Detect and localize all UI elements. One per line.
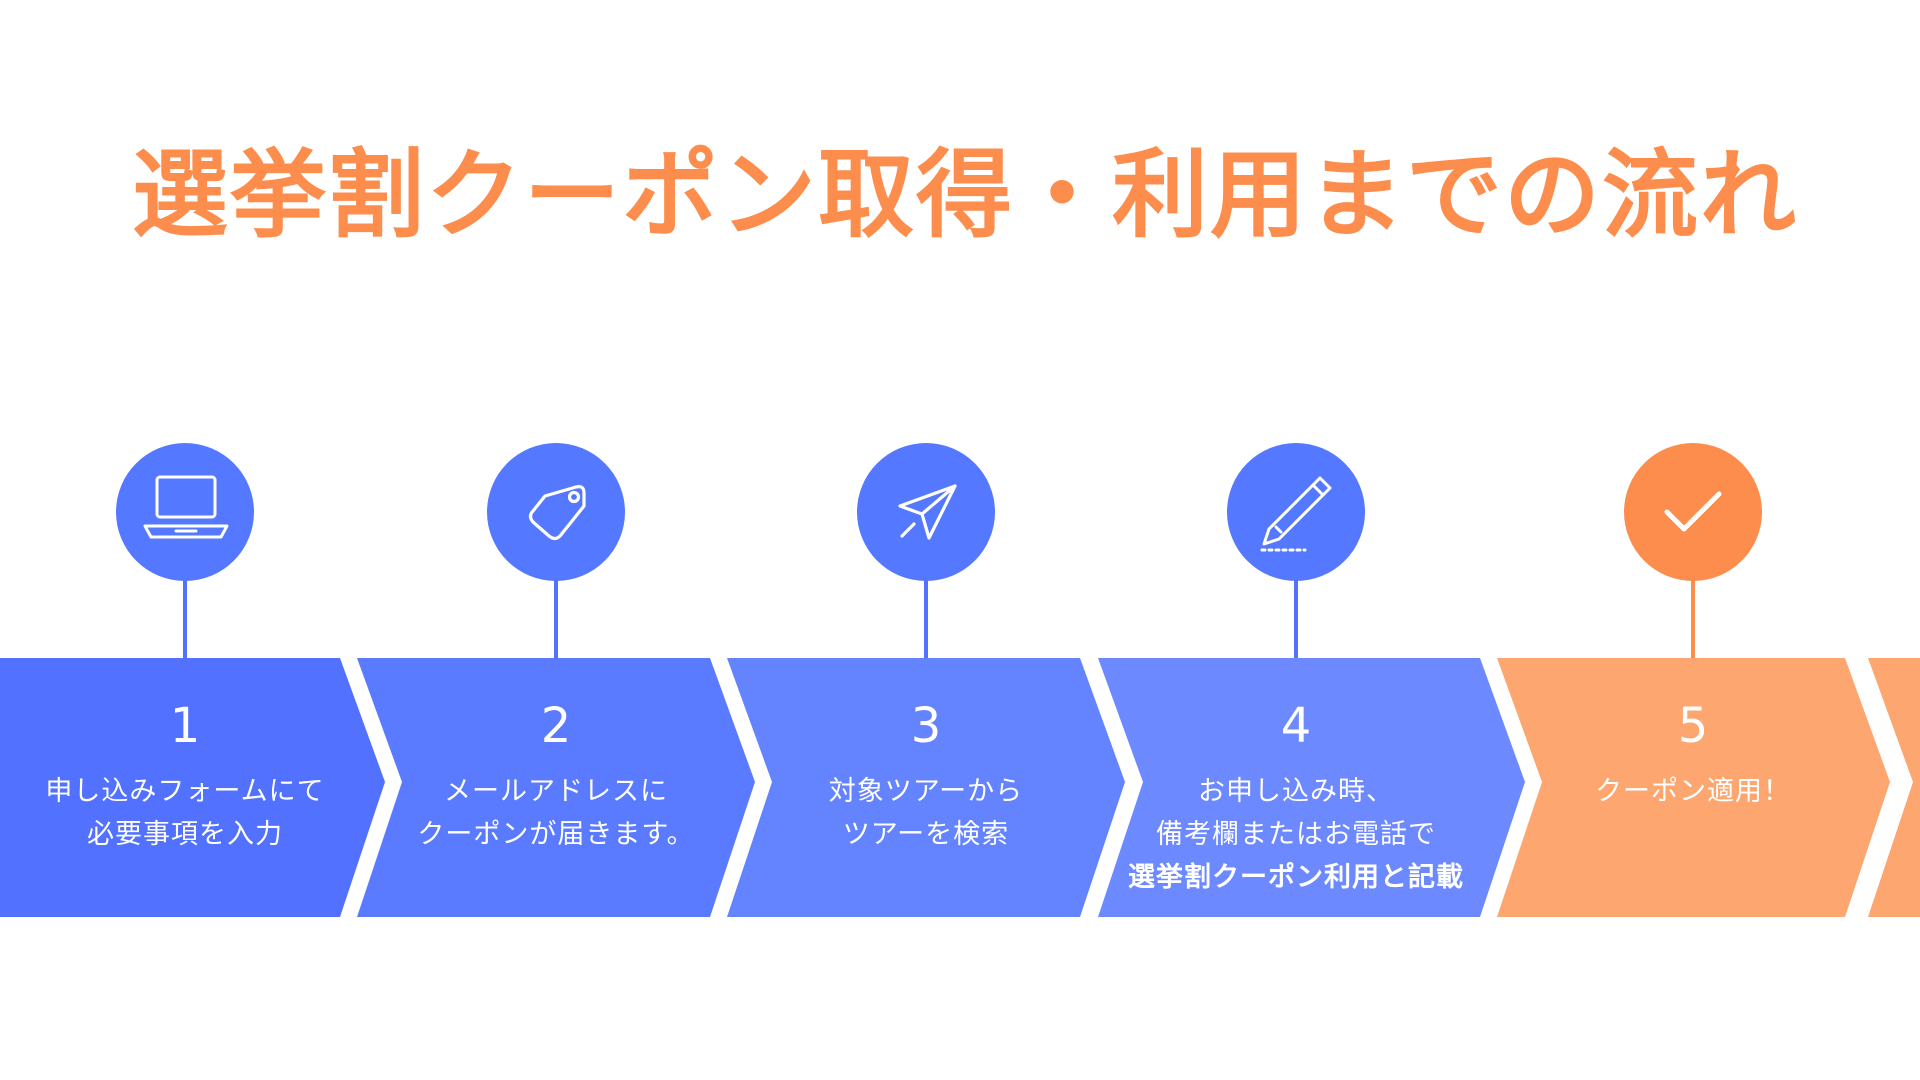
next-step-band-partial	[1868, 658, 1920, 917]
step-2-line-1: メールアドレスに	[444, 776, 668, 807]
step-1-circle	[116, 443, 254, 581]
page-title: 選挙割クーポン取得・利用までの流れ	[132, 139, 1798, 251]
step-4-line-2: 備考欄またはお電話で	[1156, 819, 1436, 850]
step-4-description: お申し込み時、 備考欄またはお電話で 選挙割クーポン利用と記載	[1116, 770, 1476, 899]
step-1-line-2: 必要事項を入力	[87, 819, 283, 850]
step-4-line-3: 選挙割クーポン利用と記載	[1128, 862, 1464, 893]
step-2-circle	[487, 443, 625, 581]
step-3-band	[727, 658, 1125, 917]
step-4-circle	[1227, 443, 1365, 581]
pencil-icon	[1260, 476, 1332, 552]
step-5-band	[1497, 658, 1890, 917]
step-3-line-2: ツアーを検索	[842, 819, 1010, 850]
step-1-number: 1	[169, 698, 201, 754]
step-1-band	[0, 658, 385, 917]
send-icon	[898, 484, 957, 540]
step-1-description: 申し込みフォームにて 必要事項を入力	[5, 770, 365, 856]
step-2-number: 2	[540, 698, 572, 754]
step-2-description: メールアドレスに クーポンが届きます。	[376, 770, 736, 856]
check-icon	[1664, 491, 1722, 532]
tag-icon	[528, 485, 586, 541]
step-4-number: 4	[1280, 698, 1312, 754]
step-5-line-1: クーポン適用！	[1595, 776, 1791, 807]
step-5-description: クーポン適用！	[1513, 770, 1873, 813]
step-4-line-1: お申し込み時、	[1198, 776, 1394, 807]
laptop-icon	[143, 475, 229, 539]
step-5-circle	[1624, 443, 1762, 581]
step-3-description: 対象ツアーから ツアーを検索	[746, 770, 1106, 856]
step-3-line-1: 対象ツアーから	[828, 776, 1024, 807]
step-3-number: 3	[910, 698, 942, 754]
step-4-band	[1098, 658, 1525, 917]
step-2-line-2: クーポンが届きます。	[417, 819, 695, 850]
step-5-number: 5	[1677, 698, 1709, 754]
step-1-line-1: 申し込みフォームにて	[45, 776, 325, 807]
step-2-band	[357, 658, 755, 917]
